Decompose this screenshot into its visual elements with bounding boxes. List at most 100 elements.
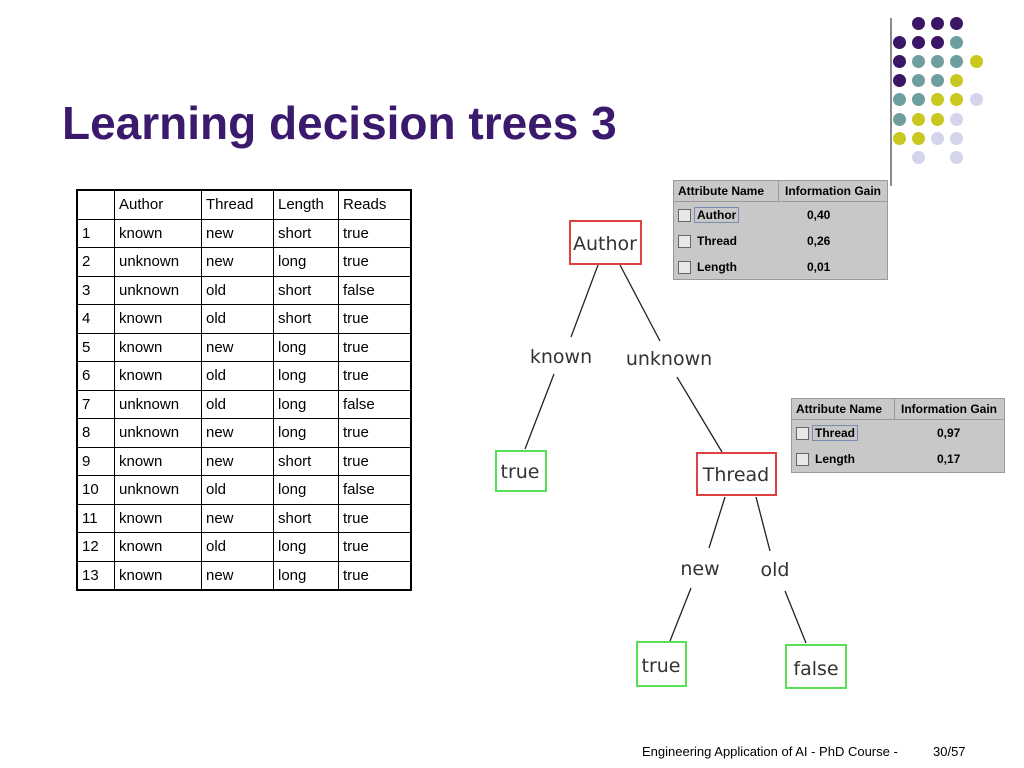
attribute-gain: 0,26 (807, 234, 831, 248)
decorative-dot (950, 93, 964, 107)
attribute-name-header: Attribute Name (792, 399, 895, 419)
page-number: 30/57 (933, 744, 966, 759)
slide-title: Learning decision trees 3 (62, 97, 617, 149)
table-cell: 13 (76, 560, 115, 591)
root-node-box (569, 220, 642, 265)
decorative-dot (911, 16, 925, 30)
panel-header: Attribute Name Information Gain (674, 181, 887, 202)
table-cell: new (201, 332, 274, 362)
decorative-dot (950, 131, 964, 145)
decorative-dot (911, 150, 925, 164)
attribute-checkbox[interactable] (678, 208, 691, 222)
table-header-cell (76, 189, 115, 220)
table-cell: unknown (114, 275, 202, 305)
decorative-dot (931, 74, 945, 88)
table-header-cell: Reads (338, 189, 412, 220)
table-cell: known (114, 218, 202, 248)
table-cell: unknown (114, 418, 202, 448)
decorative-dot (911, 54, 925, 68)
table-cell: short (273, 218, 339, 248)
decorative-dot (911, 74, 925, 88)
table-cell: new (201, 503, 274, 533)
table-cell: long (273, 418, 339, 448)
table-header-cell: Thread (201, 189, 274, 220)
attribute-name: Length (697, 260, 737, 274)
tree-edge (619, 264, 661, 342)
decorative-dot (931, 35, 945, 49)
table-cell: short (273, 275, 339, 305)
panel-header: Attribute Name Information Gain (792, 399, 1004, 420)
table-cell: long (273, 532, 339, 562)
attribute-checkbox[interactable] (796, 426, 809, 440)
decorative-dot (969, 54, 983, 68)
table-cell: 8 (76, 418, 115, 448)
info-gain-panel-1: Attribute Name Information Gain Author 0… (673, 180, 888, 280)
tree-edge (784, 590, 807, 644)
decorative-dot (950, 54, 964, 68)
decorative-dot (892, 35, 906, 49)
table-cell: old (201, 475, 274, 505)
attribute-row[interactable]: Author 0,40 (674, 202, 887, 228)
table-header-row: Author Thread Length Reads (76, 189, 412, 220)
attribute-name-header: Attribute Name (674, 181, 779, 201)
table-cell: true (338, 247, 412, 277)
decorative-dot (911, 112, 925, 126)
leaf-old-label: false (793, 658, 838, 680)
attribute-row[interactable]: Thread 0,26 (674, 228, 887, 254)
table-cell: false (338, 475, 412, 505)
footer-text: Engineering Application of AI - PhD Cour… (642, 744, 898, 759)
table-cell: new (201, 247, 274, 277)
tree-edge (570, 264, 599, 338)
table-cell: new (201, 418, 274, 448)
table-cell: known (114, 304, 202, 334)
table-cell: true (338, 560, 412, 591)
info-gain-panel-2: Attribute Name Information Gain Thread 0… (791, 398, 1005, 473)
information-gain-header: Information Gain (901, 402, 997, 416)
leaf-known-label: true (501, 461, 540, 483)
table-cell: true (338, 532, 412, 562)
decorative-dot (969, 93, 983, 107)
table-cell: true (338, 332, 412, 362)
table-cell: true (338, 361, 412, 391)
attribute-row[interactable]: Length 0,17 (792, 446, 1004, 472)
attribute-row[interactable]: Length 0,01 (674, 254, 887, 280)
table-cell: old (201, 389, 274, 419)
attribute-row[interactable]: Thread 0,97 (792, 420, 1004, 446)
attribute-checkbox[interactable] (796, 452, 809, 466)
attribute-name: Thread (812, 425, 859, 441)
decorative-dot (911, 131, 925, 145)
decorative-dot (950, 150, 964, 164)
decorative-dot (892, 74, 906, 88)
edge-label-new: new (680, 558, 719, 580)
attribute-checkbox[interactable] (678, 260, 691, 274)
table-cell: known (114, 361, 202, 391)
leaf-node-box (785, 644, 847, 689)
attribute-checkbox[interactable] (678, 234, 691, 248)
table-cell: false (338, 389, 412, 419)
attribute-gain: 0,01 (807, 260, 831, 274)
table-cell: 7 (76, 389, 115, 419)
decorative-dot (931, 131, 945, 145)
table-cell: 4 (76, 304, 115, 334)
table-cell: unknown (114, 389, 202, 419)
leaf-node-box (636, 641, 687, 687)
table-cell: long (273, 389, 339, 419)
table-cell: new (201, 560, 274, 591)
decorative-dot (892, 54, 906, 68)
table-cell: true (338, 418, 412, 448)
table-cell: true (338, 304, 412, 334)
attribute-name: Thread (697, 234, 738, 248)
root-node-label: Author (573, 233, 637, 255)
decorative-dot (931, 16, 945, 30)
header-divider (890, 18, 892, 186)
table-cell: old (201, 532, 274, 562)
